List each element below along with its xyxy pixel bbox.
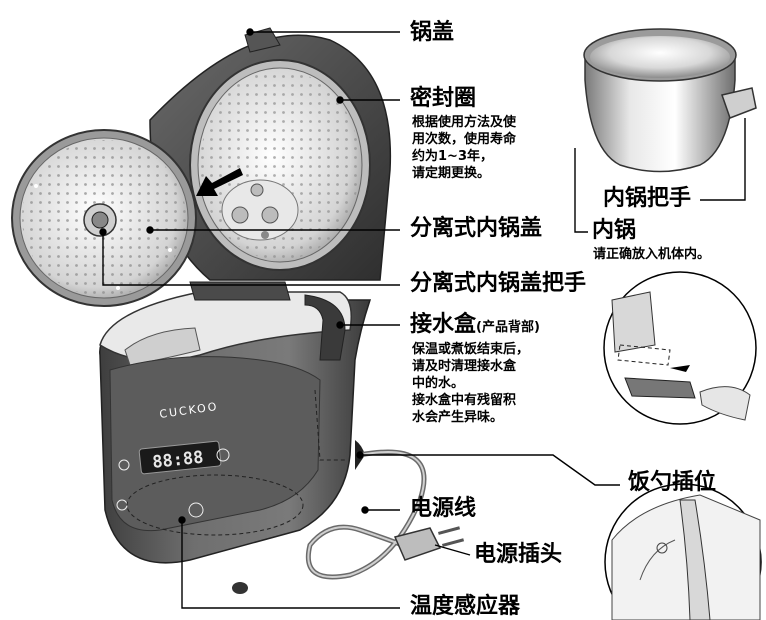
detachable-inner-lid — [11, 129, 197, 307]
seal-ring-note: 根据使用方法及使 用次数，使用寿命 约为1~3年， 请定期更换。 — [412, 114, 562, 182]
water-box-note: 保温或煮饭结束后， 请及时清理接水盒 中的水。 接水盒中有残留积 水会产生异味。 — [412, 341, 572, 426]
water-box-note-line: 中的水。 — [412, 376, 465, 391]
water-box-note-line: 请及时清理接水盒 — [412, 359, 517, 374]
label-inner-pot-handle: 内锅把手 — [603, 186, 692, 211]
main-lid — [149, 27, 392, 281]
label-power-cord: 电源线 — [410, 496, 477, 521]
inner-pot-note: 请正确放入机体内。 — [593, 247, 711, 262]
leader-lines — [99, 28, 746, 609]
label-detachable-inner-lid-handle: 分离式内锅盖把手 — [410, 271, 587, 296]
label-seal-ring: 密封圈 — [410, 86, 477, 111]
label-water-box: 接水盒 — [410, 312, 477, 337]
cooker-body: CUCKOO 88:88 — [99, 281, 372, 594]
label-water-box-paren: (产品背部) — [476, 320, 540, 335]
water-box-note-line: 水会产生异味。 — [412, 410, 504, 425]
seal-ring-note-line: 根据使用方法及使 — [412, 115, 517, 130]
arrow-icon — [196, 168, 243, 196]
power-cord — [306, 449, 427, 580]
label-spatula-holder: 饭勺插位 — [628, 470, 717, 495]
seal-ring-note-line: 用次数，使用寿命 — [412, 132, 517, 147]
label-temp-sensor: 温度感应器 — [410, 594, 521, 619]
water-box-note-line: 接水盒中有残留积 — [412, 393, 517, 408]
spatula-holder-detail — [604, 483, 762, 620]
label-detachable-inner-lid: 分离式内锅盖 — [410, 216, 543, 241]
plug-icon — [393, 526, 465, 561]
label-power-plug: 电源插头 — [474, 542, 563, 567]
water-box-detail — [603, 271, 757, 425]
seal-ring-note-line: 请定期更换。 — [412, 166, 491, 181]
seal-ring-note-line: 约为1~3年， — [412, 149, 493, 164]
hidden-outlines — [126, 389, 345, 536]
water-box-note-line: 保温或煮饭结束后， — [412, 342, 530, 357]
label-lid: 锅盖 — [410, 20, 455, 45]
label-inner-pot: 内锅 — [592, 218, 637, 243]
inner-pot — [583, 28, 757, 173]
label-water-box-wrap: 接水盒(产品背部) — [410, 314, 540, 336]
